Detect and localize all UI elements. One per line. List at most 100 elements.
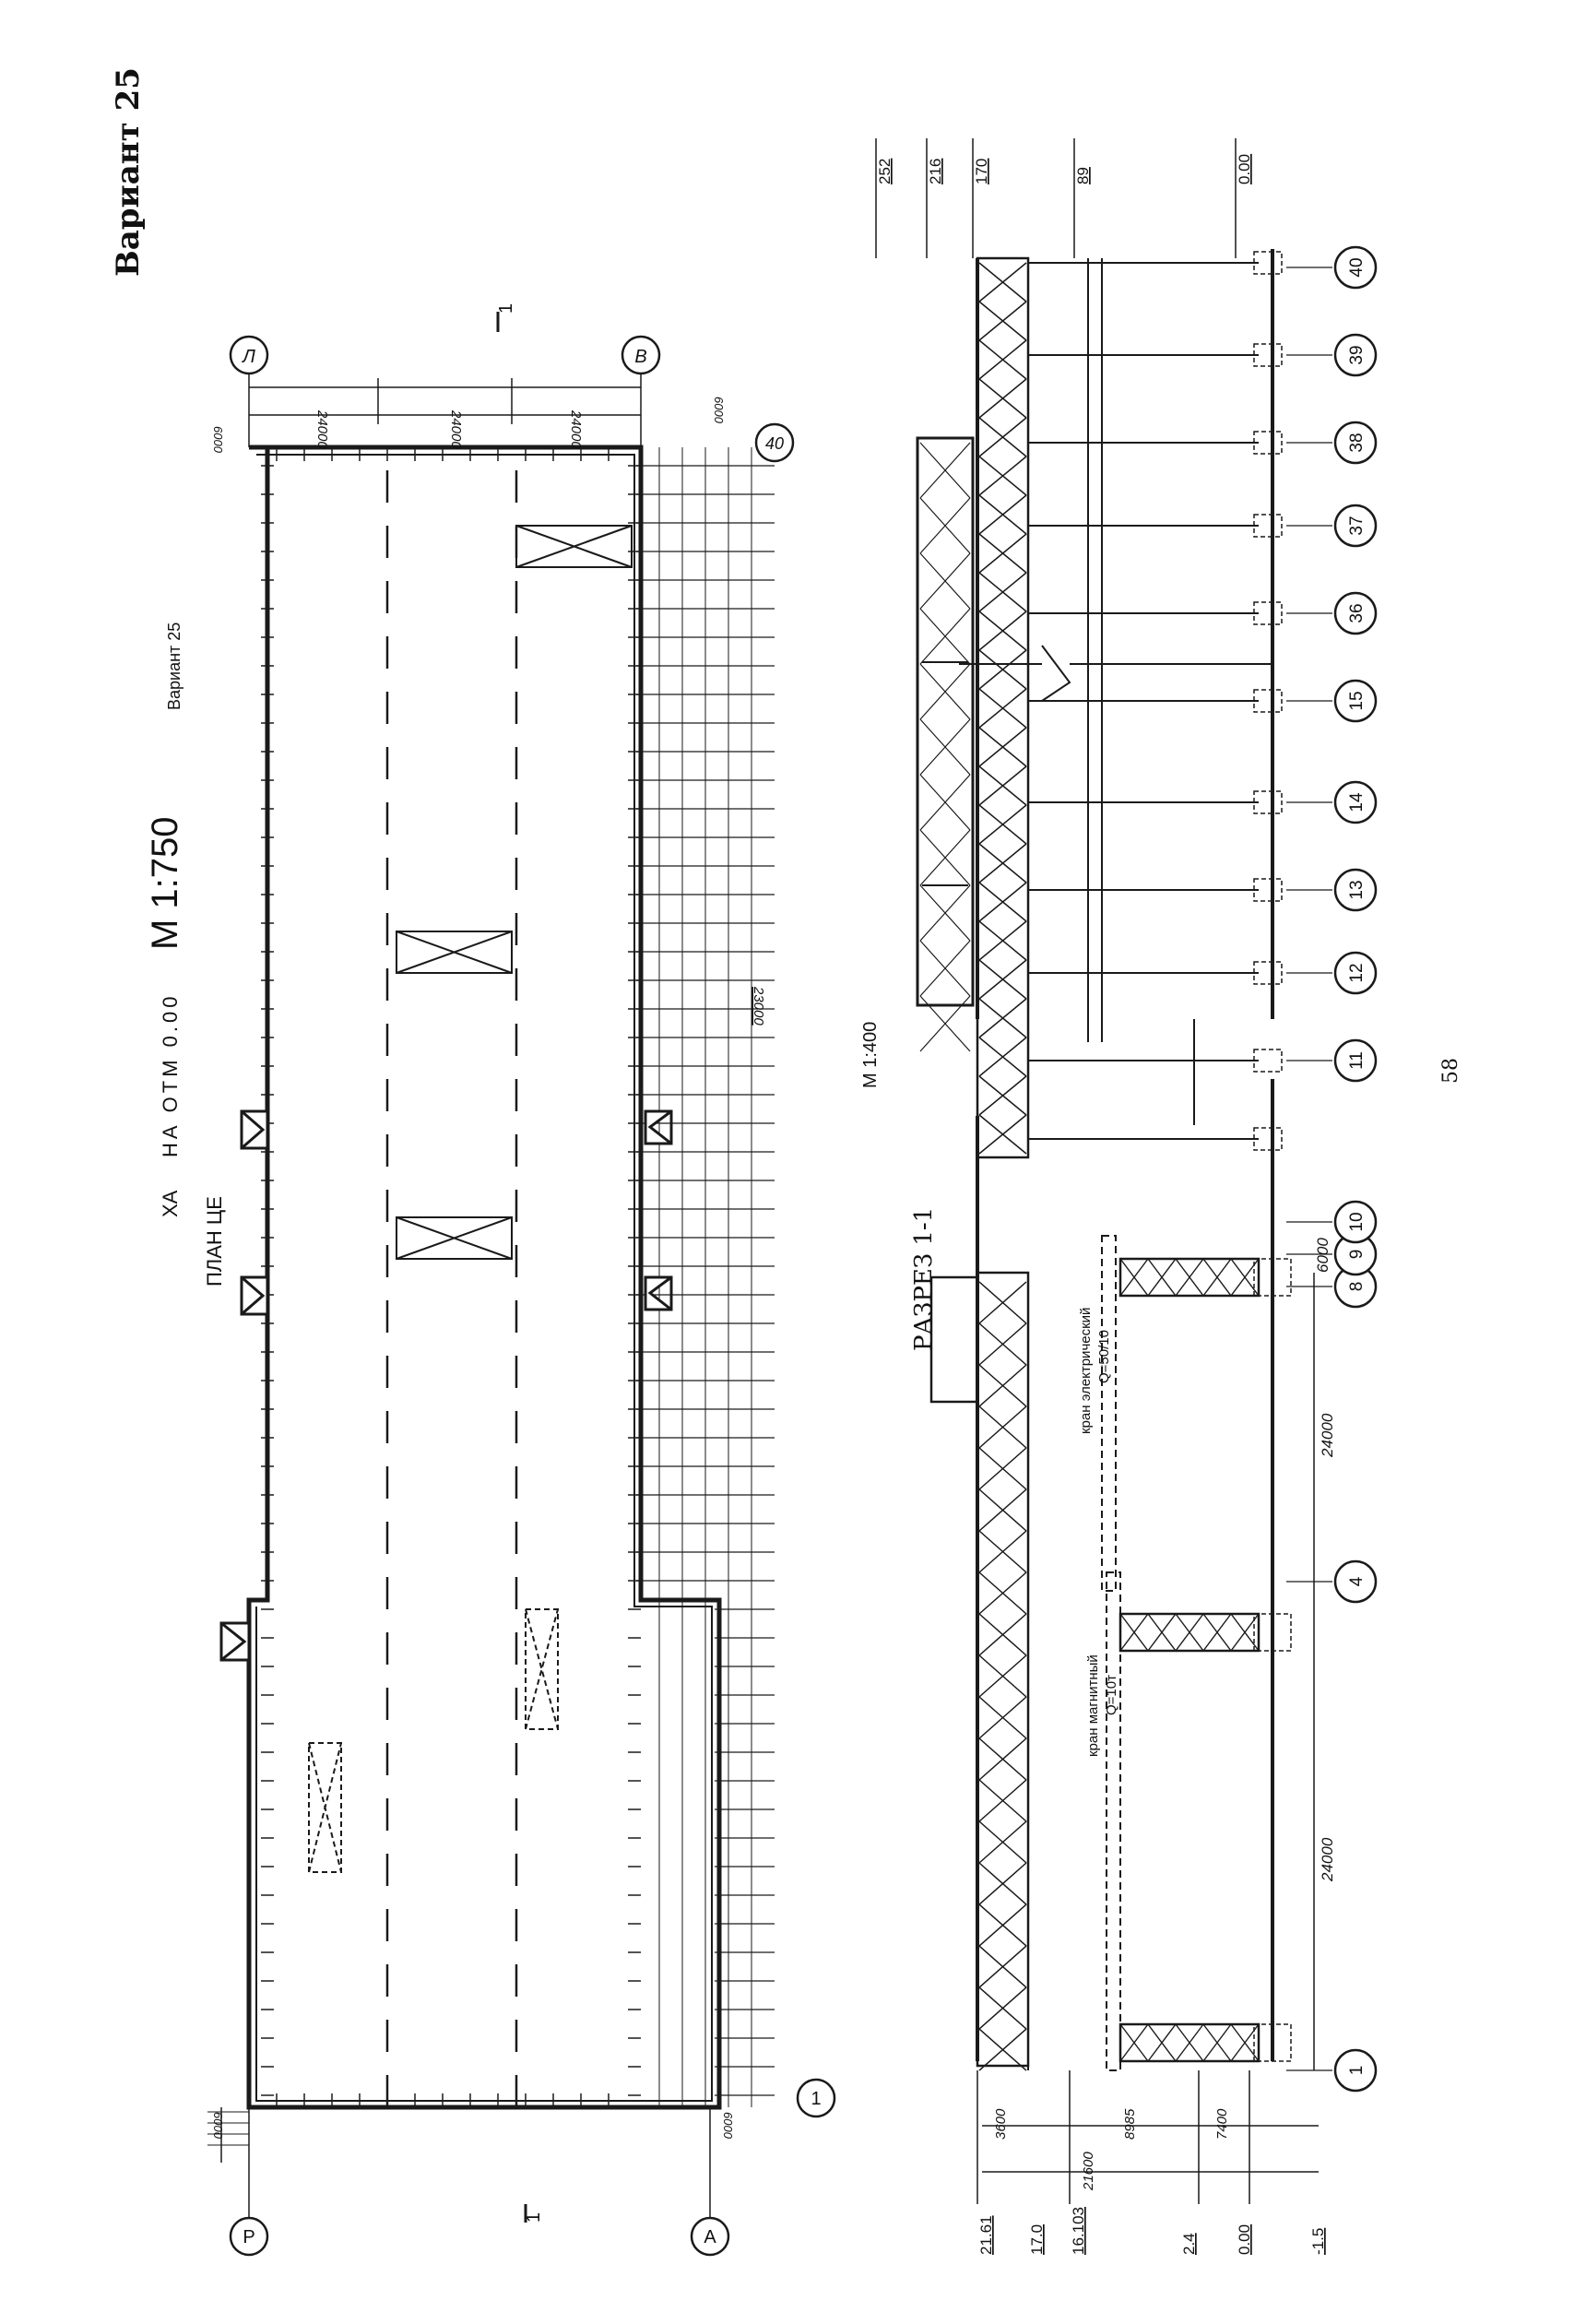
truss-web <box>978 1696 1027 1739</box>
truss-web <box>978 1037 1027 1077</box>
truss-web <box>978 262 1027 302</box>
plan-grid <box>207 447 775 2146</box>
monitor-web <box>919 829 971 886</box>
footing <box>1253 1613 1292 1652</box>
axis-label: 4 <box>1347 1576 1367 1586</box>
plan-column-axes: 1 40 <box>754 422 836 2118</box>
roof-truss-right <box>919 256 1030 1159</box>
level-right-5: 0.00 <box>1236 154 1253 184</box>
axis-label: 8 <box>1347 1282 1367 1292</box>
truss-web <box>978 1903 1027 1947</box>
section-columns <box>1028 251 1283 1151</box>
crane-columns <box>1027 1257 1292 2070</box>
monitor-web <box>919 663 971 720</box>
axis-bubble <box>1333 504 1378 548</box>
truss-web <box>978 301 1027 341</box>
axis-bubble <box>1333 1200 1378 1244</box>
level-right-4: 89 <box>1074 167 1092 184</box>
truss-web <box>978 804 1027 845</box>
footing <box>1253 1049 1283 1073</box>
lattice-column <box>1118 1257 1261 1298</box>
truss-web <box>978 1447 1027 1490</box>
axis-label: 11 <box>1347 1051 1367 1070</box>
axis-bubble <box>1333 2048 1378 2093</box>
plan-outline-inner <box>255 454 713 2102</box>
crane-electric <box>1101 1235 1117 1592</box>
level-left-2: 17.0 <box>1028 2224 1046 2255</box>
dim-left-total: 21600 <box>1081 2152 1096 2191</box>
lattice-web <box>1175 2023 1204 2062</box>
section-cut-marks: 1 1 <box>496 303 544 2223</box>
axis-label: 40 <box>765 434 784 453</box>
plan-variant-label: Вариант 25 <box>165 622 183 710</box>
lattice-column <box>1118 1612 1261 1653</box>
dim-bottom: 6000 <box>721 2112 735 2140</box>
axis-bubble <box>1333 1038 1378 1083</box>
truss-web <box>978 1862 1027 1905</box>
span-3: 6000 <box>1314 1238 1332 1273</box>
plan-outline <box>246 445 722 2110</box>
axis-label: 12 <box>1347 963 1367 982</box>
truss-chord <box>976 256 1030 1159</box>
truss-web <box>978 727 1027 767</box>
footing <box>1253 601 1283 625</box>
axis-label: А <box>704 2227 716 2247</box>
monitor-web <box>919 608 971 665</box>
truss-web <box>978 1488 1027 1532</box>
footing <box>1253 961 1283 985</box>
axis-bubble <box>1333 951 1378 995</box>
axis-label: 10 <box>1347 1212 1367 1231</box>
crane2-capacity: Q=50/10 <box>1096 1330 1112 1383</box>
axis-label: 40 <box>1347 257 1367 277</box>
level-right-2: 216 <box>927 159 944 184</box>
lantern <box>929 1275 979 1404</box>
truss-web <box>978 1281 1027 1324</box>
axis-bubble <box>1333 421 1378 465</box>
truss-web <box>978 339 1027 380</box>
axis-label: 13 <box>1347 880 1367 899</box>
roof-monitor <box>916 436 975 1007</box>
floor-plan <box>207 445 775 2146</box>
truss-web <box>978 1986 1027 2030</box>
truss-web <box>978 572 1027 612</box>
truss-web <box>978 1613 1027 1656</box>
section-levels-right: 252 216 170 89 0.00 <box>875 138 1253 258</box>
footing <box>1253 2023 1292 2062</box>
lattice-web <box>1119 1258 1149 1297</box>
span-2: 24000 <box>1319 1413 1336 1458</box>
monitor-web <box>919 774 971 831</box>
section-scale: М 1:400 <box>860 1022 881 1088</box>
level-left-5: 0.00 <box>1236 2224 1253 2255</box>
truss-web <box>978 378 1027 419</box>
level-right-3: 170 <box>973 159 990 184</box>
level-left-3: 16.103 <box>1070 2207 1087 2255</box>
truss-web <box>978 1405 1027 1449</box>
axis-bubble <box>1333 868 1378 912</box>
dim-right-3: 24000 <box>568 409 584 449</box>
section-title: РАЗРЕЗ 1-1 <box>910 1207 938 1351</box>
lattice-web <box>1147 2023 1177 2062</box>
level-left-6: -1.5 <box>1309 2228 1327 2255</box>
footing <box>1253 431 1283 455</box>
lattice-web <box>1119 2023 1149 2062</box>
monitor-web <box>919 552 971 610</box>
section-spans: 24000 24000 6000 <box>1313 1238 1336 2070</box>
dim-left: 6000 <box>211 2112 225 2140</box>
truss-web <box>978 2028 1027 2071</box>
axis-label: 9 <box>1347 1250 1367 1260</box>
section-mark-bottom: 1 <box>524 2212 544 2223</box>
section-mark-top: 1 <box>496 303 516 314</box>
monitor-web <box>919 940 971 997</box>
footing <box>1253 689 1283 713</box>
truss-web <box>978 456 1027 496</box>
footing <box>1253 1258 1292 1297</box>
plan-gates <box>219 1109 673 1662</box>
lattice-web <box>1147 1258 1177 1297</box>
footing <box>1253 790 1283 814</box>
dim-left-2: 8985 <box>1122 2108 1138 2140</box>
truss-chord <box>976 1271 1030 2068</box>
lattice-web <box>1202 1613 1232 1652</box>
crane1-capacity: Q=10т <box>1104 1675 1119 1715</box>
lattice-column <box>1118 2022 1261 2063</box>
